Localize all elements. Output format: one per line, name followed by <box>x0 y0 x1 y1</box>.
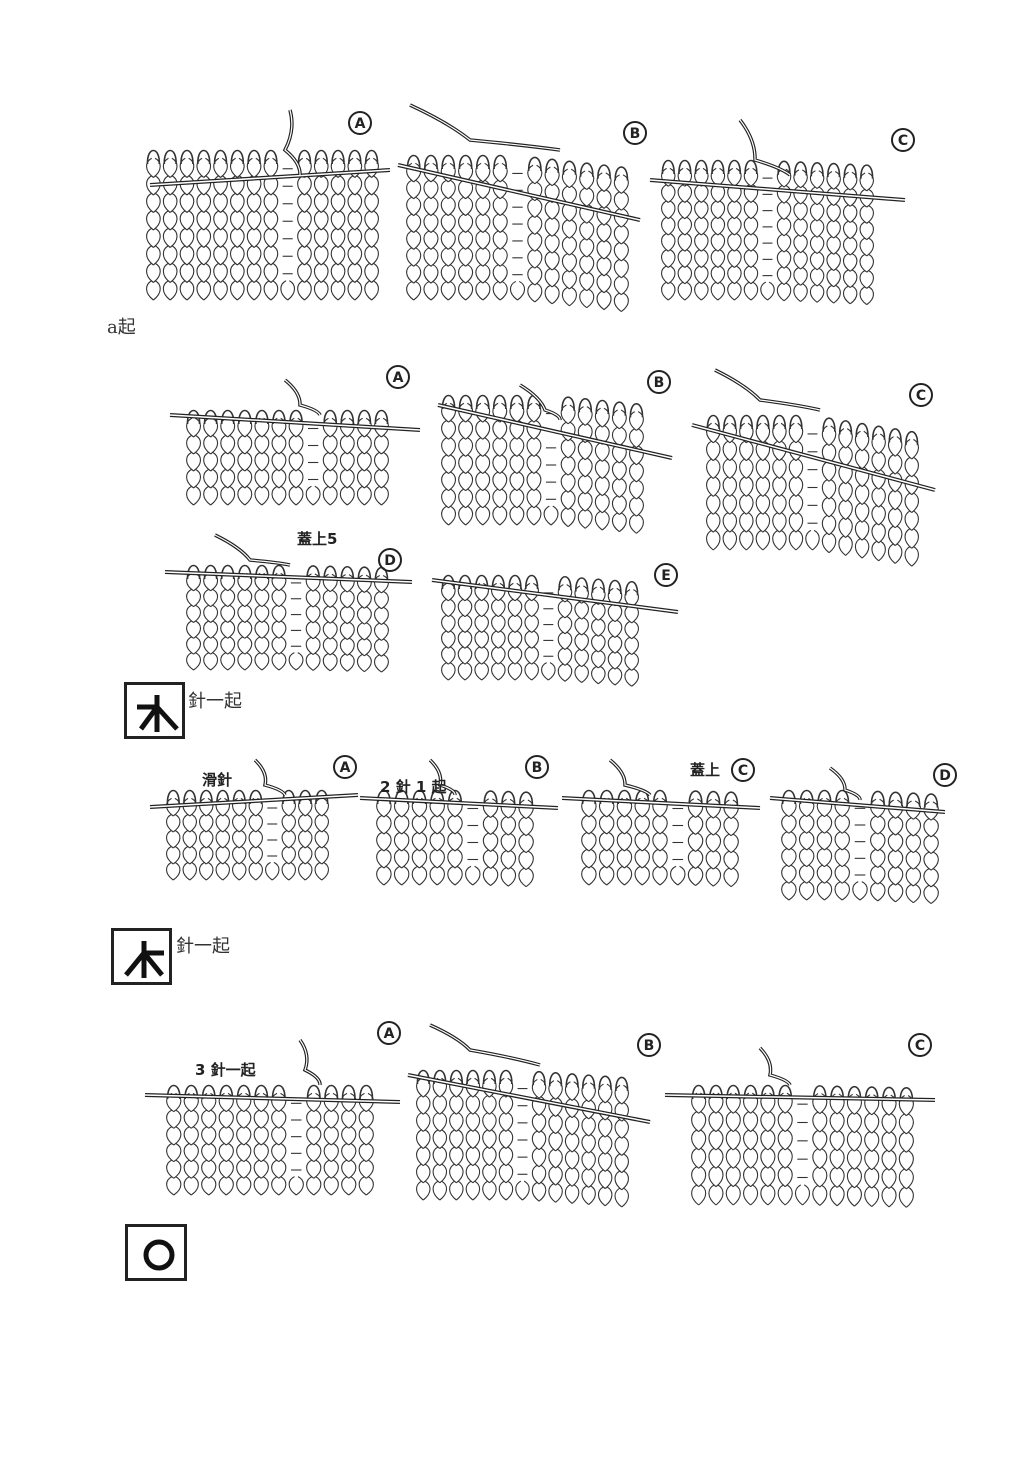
svg-text:A: A <box>384 1026 395 1042</box>
svg-text:C: C <box>898 133 908 149</box>
step-badge-2b: B <box>647 370 671 394</box>
step-badge-2c: C <box>909 383 933 407</box>
step-badge-2d: D <box>378 548 402 572</box>
step-badge-2e: E <box>654 563 678 587</box>
svg-text:3 針一起: 3 針一起 <box>195 1061 257 1079</box>
svg-text:C: C <box>915 1038 925 1054</box>
svg-text:蓋上5: 蓋上5 <box>297 530 337 548</box>
annotation-2d: 蓋上5 <box>297 530 337 548</box>
step-badge-4b: B <box>637 1033 661 1057</box>
caption-1: a起 <box>107 317 136 338</box>
step-badge-3b: B <box>525 755 549 779</box>
svg-text:B: B <box>654 375 665 391</box>
svg-text:D: D <box>939 768 951 784</box>
svg-text:2 針 1 起: 2 針 1 起 <box>380 778 448 796</box>
svg-text:E: E <box>661 568 671 584</box>
step-badge-1c: C <box>891 128 915 152</box>
svg-text:滑針: 滑針 <box>202 771 232 789</box>
step-badge-4a: A <box>377 1021 401 1045</box>
left-decrease-symbol-icon <box>111 928 172 985</box>
step-badge-1a: A <box>348 111 372 135</box>
svg-text:B: B <box>630 126 641 142</box>
svg-text:蓋上: 蓋上 <box>690 761 720 779</box>
svg-text:A: A <box>340 760 351 776</box>
caption-2: 針一起 <box>188 691 242 712</box>
step-badge-4c: C <box>908 1033 932 1057</box>
annotation-4a: 3 針一起 <box>195 1061 257 1079</box>
svg-text:C: C <box>738 763 748 779</box>
step-badge-3a: A <box>333 755 357 779</box>
annotation-3b: 2 針 1 起 <box>380 778 448 796</box>
svg-text:C: C <box>916 388 926 404</box>
caption-3: 針一起 <box>176 936 230 957</box>
step-badge-2a: A <box>386 365 410 389</box>
yarn-over-symbol-icon <box>125 1224 187 1281</box>
svg-text:B: B <box>644 1038 655 1054</box>
step-badge-1b: B <box>623 121 647 145</box>
right-decrease-symbol-icon <box>124 682 185 739</box>
svg-text:A: A <box>393 370 404 386</box>
step-badge-3d: D <box>933 763 957 787</box>
svg-text:B: B <box>532 760 543 776</box>
step-badge-3c: C <box>731 758 755 782</box>
svg-text:D: D <box>384 553 396 569</box>
annotation-3c: 蓋上 <box>690 761 720 779</box>
svg-text:A: A <box>355 116 366 132</box>
annotation-3a: 滑針 <box>202 771 232 789</box>
